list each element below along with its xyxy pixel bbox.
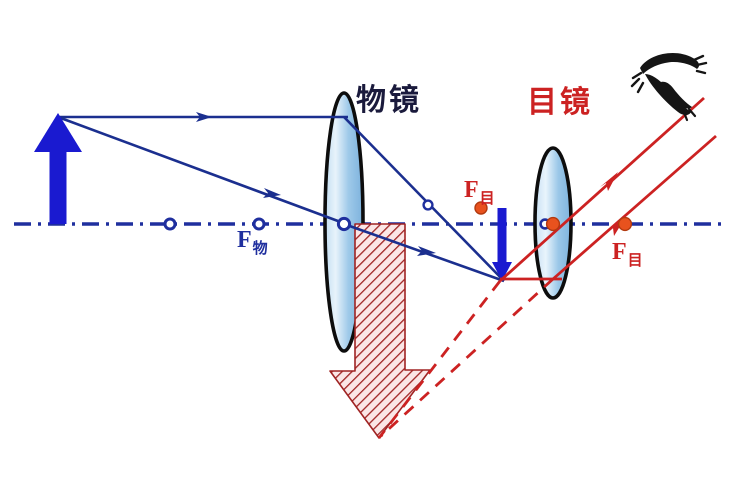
ray-red-virtual-dashed-upper — [380, 277, 554, 438]
ray-red-through-focus — [552, 134, 717, 281]
focal-point-object-right — [252, 217, 266, 231]
ray-center-incident — [57, 115, 347, 226]
eye-icon — [630, 53, 708, 122]
objective-lens-label: 物镜 — [356, 83, 422, 118]
focal-object-subscript: 物 — [252, 239, 268, 257]
ray-red-through-center — [499, 96, 705, 283]
objective-optical-center — [336, 216, 352, 232]
focal-point-eye-right — [617, 216, 633, 232]
eyepiece-lens-label: 目镜 — [527, 85, 593, 120]
focal-object-symbol: F — [237, 227, 252, 253]
ray-parallel-refracted — [343, 116, 505, 282]
eyepiece-optical-center — [545, 216, 561, 232]
ray-node-upper — [422, 199, 434, 211]
intermediate-image-arrow — [492, 208, 512, 281]
axis-point-markers — [163, 201, 633, 232]
ray-center-refracted-arrowhead — [417, 246, 436, 256]
focal-point-object-left — [163, 217, 177, 231]
focal-eye-left-symbol: F — [464, 177, 479, 203]
ray-parallel-incident-arrowhead — [196, 112, 212, 122]
focal-point-eyepiece-right-label: F目 — [612, 239, 643, 268]
focal-eye-left-subscript: 目 — [479, 189, 495, 207]
object-arrow — [34, 113, 82, 224]
ray-center-incident-arrowhead — [263, 188, 281, 198]
red-ray-bundle — [377, 96, 717, 439]
ray-red-through-center-arrowhead — [600, 172, 618, 191]
focal-point-object-label: F物 — [237, 227, 268, 256]
blue-ray-bundle — [57, 112, 505, 283]
focal-point-eyepiece-left-label: F目 — [464, 177, 495, 206]
focal-point-eye-left — [474, 201, 488, 215]
focal-eye-right-subscript: 目 — [627, 251, 643, 269]
focal-eye-right-symbol: F — [612, 239, 627, 265]
